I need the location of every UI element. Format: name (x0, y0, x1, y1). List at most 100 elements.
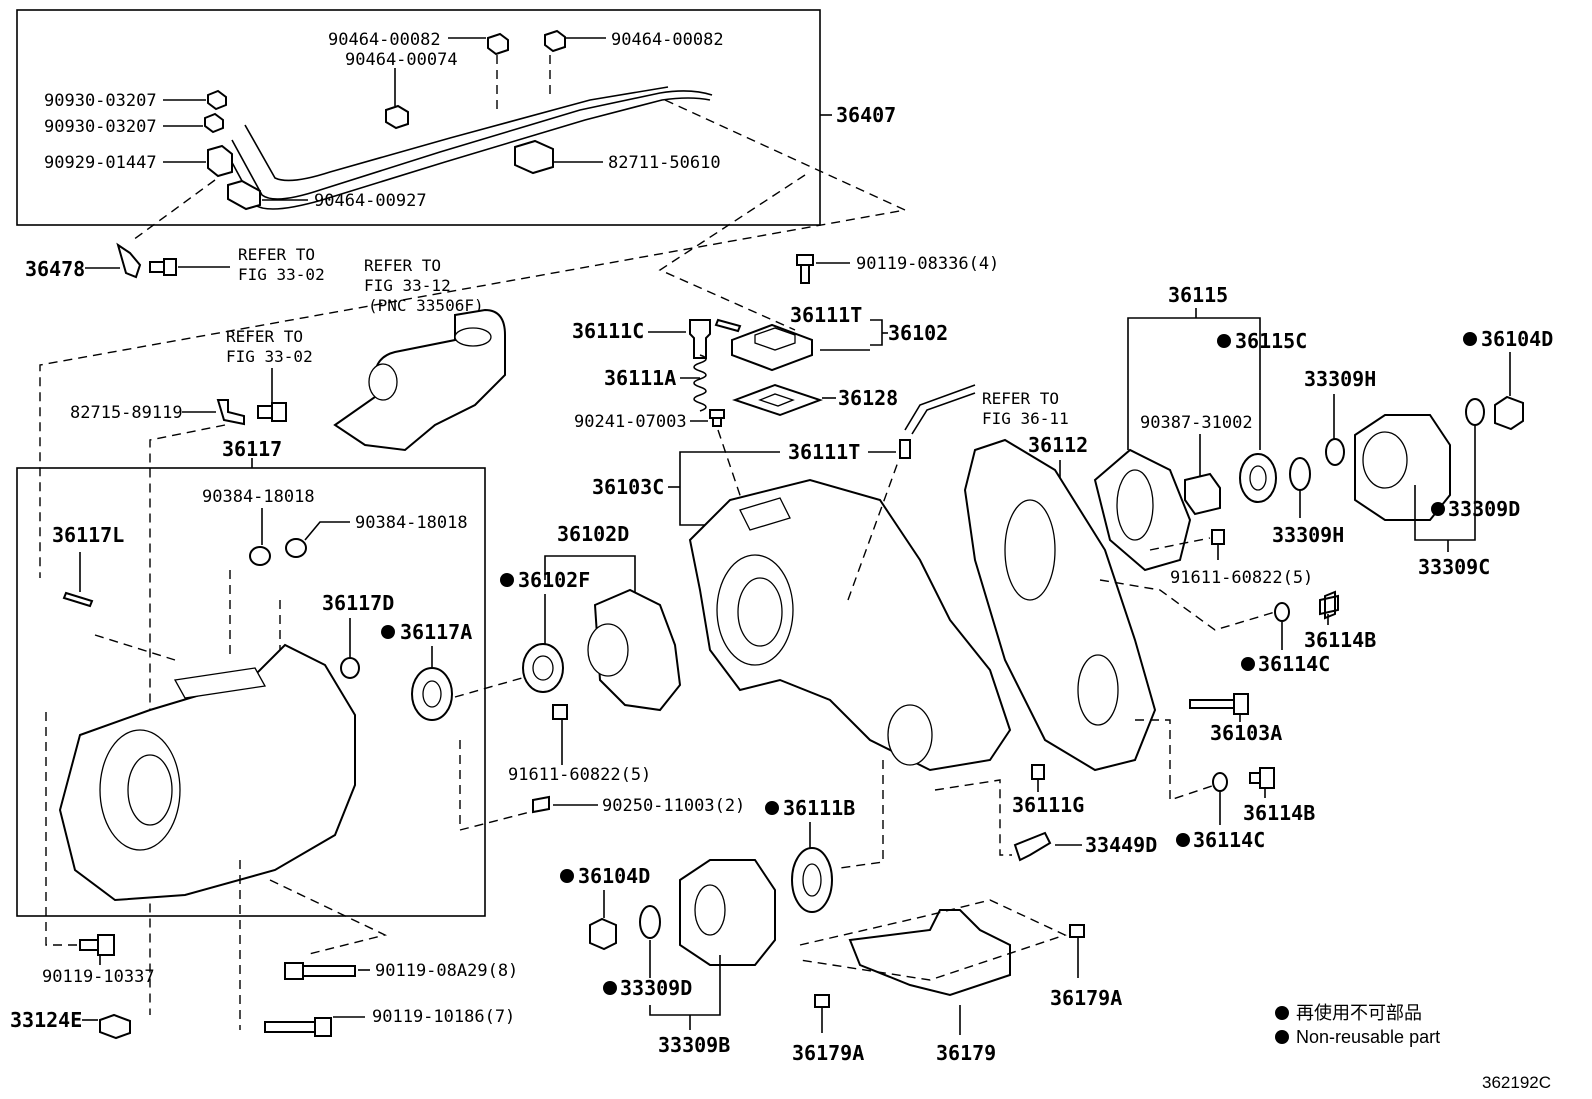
gasket-36114C-a (1274, 602, 1290, 622)
part-label-33449D[interactable]: 33449D (1085, 833, 1157, 857)
part-label-36111T-b[interactable]: 36111T (788, 440, 860, 464)
bolt-36179A-a (1069, 924, 1085, 938)
bracket-36478-group: 36478 REFER TO FIG 33-02 (25, 179, 325, 284)
part-label-36102F[interactable]: 36102F (518, 568, 590, 592)
part-label-36114C-b[interactable]: 36114C (1193, 828, 1265, 852)
part-label-36111C[interactable]: 36111C (572, 319, 644, 343)
non-reusable-mark-33309D-a (1431, 502, 1445, 516)
clip-90464-00082-left (487, 32, 509, 56)
part-label-36104D-b[interactable]: 36104D (578, 864, 650, 888)
part-label-36117A[interactable]: 36117A (400, 620, 472, 644)
part-label-90930-03207-b[interactable]: 90930-03207 (44, 117, 157, 137)
part-label-36114C-a[interactable]: 36114C (1258, 652, 1330, 676)
part-label-36111G[interactable]: 36111G (1012, 793, 1084, 817)
part-label-36111A[interactable]: 36111A (604, 366, 676, 390)
part-label-36114B-a[interactable]: 36114B (1304, 628, 1376, 652)
part-label-36115C[interactable]: 36115C (1235, 329, 1307, 353)
part-label-90119-08A29[interactable]: 90119-08A29(8) (375, 961, 518, 981)
part-label-90241-07003[interactable]: 90241-07003 (574, 412, 687, 432)
part-label-36114B-b[interactable]: 36114B (1243, 801, 1315, 825)
part-label-90387-31002[interactable]: 90387-31002 (1140, 413, 1253, 433)
pnc-33506f-text: (PNC 33506F) (368, 296, 484, 315)
refer-to-text-2: REFER TO (364, 256, 441, 275)
part-label-90384-18018-b[interactable]: 90384-18018 (355, 513, 468, 533)
part-label-36111T-a[interactable]: 36111T (790, 303, 862, 327)
dashed-82715-connector (149, 424, 226, 1015)
legend-mark-en (1275, 1030, 1289, 1044)
part-label-91611-60822-b[interactable]: 91611-60822(5) (508, 765, 651, 785)
part-label-36478[interactable]: 36478 (25, 257, 85, 281)
bolt-36478 (149, 258, 177, 276)
non-reusable-mark-36104D-b (560, 869, 574, 883)
part-label-36117D[interactable]: 36117D (322, 591, 394, 615)
fig-33-12-text[interactable]: FIG 33-12 (364, 276, 451, 295)
dashed-housing-bolt (45, 712, 80, 946)
part-label-90119-10337[interactable]: 90119-10337 (42, 967, 155, 987)
bolt-91611-60822-b (552, 704, 568, 720)
part-label-36179[interactable]: 36179 (936, 1041, 996, 1065)
fig-33-02-text-2[interactable]: FIG 33-02 (226, 347, 313, 366)
bracket-82715-group: REFER TO FIG 33-02 82715-89119 (70, 327, 313, 1015)
part-label-33309D-b[interactable]: 33309D (620, 976, 692, 1000)
part-label-82715-89119[interactable]: 82715-89119 (70, 403, 183, 423)
part-label-90464-00927[interactable]: 90464-00927 (314, 191, 427, 211)
bolt-90119-10337 (79, 934, 115, 956)
part-label-36179A-a[interactable]: 36179A (1050, 986, 1122, 1010)
part-label-82711-50610[interactable]: 82711-50610 (608, 153, 721, 173)
sensor-33124E (99, 1013, 131, 1040)
part-label-90250-11003[interactable]: 90250-11003(2) (602, 796, 745, 816)
part-label-36117L[interactable]: 36117L (52, 523, 124, 547)
bolt-36103A (1189, 693, 1249, 715)
part-label-36103A[interactable]: 36103A (1210, 721, 1282, 745)
part-label-36407[interactable]: 36407 (836, 103, 896, 127)
part-label-36102D[interactable]: 36102D (557, 522, 629, 546)
fig-33-02-text-1[interactable]: FIG 33-02 (238, 265, 325, 284)
bolt-90119-08A29 (284, 962, 356, 980)
part-label-90464-00082-a[interactable]: 90464-00082 (328, 30, 441, 50)
right-bolts-group: 36114B 36114C 36103A 36114B 36114C (1176, 590, 1376, 852)
part-label-90464-00074[interactable]: 90464-00074 (345, 50, 458, 70)
fig-36-11-text[interactable]: FIG 36-11 (982, 409, 1069, 428)
part-label-90464-00082-b[interactable]: 90464-00082 (611, 30, 724, 50)
part-label-36103C[interactable]: 36103C (592, 475, 664, 499)
part-label-33309H-a[interactable]: 33309H (1304, 367, 1376, 391)
clip-90464-00927 (227, 179, 261, 211)
rear-cover-group: 36112 36111G 33449D (934, 433, 1276, 862)
part-label-36102[interactable]: 36102 (888, 321, 948, 345)
part-label-90930-03207-a[interactable]: 90930-03207 (44, 91, 157, 111)
dowel-90250-11003 (532, 795, 550, 814)
nut-36104D-b (589, 917, 617, 951)
part-label-90929-01447[interactable]: 90929-01447 (44, 153, 157, 173)
part-label-36112[interactable]: 36112 (1028, 433, 1088, 457)
part-label-36111B[interactable]: 36111B (783, 796, 855, 820)
transfer-case-36103C (688, 478, 1012, 772)
part-label-91611-60822-a[interactable]: 91611-60822(5) (1170, 568, 1313, 588)
bolt-90119-10186 (264, 1017, 332, 1037)
bolt-36114B-a (1319, 590, 1339, 620)
refer-to-text-1: REFER TO (238, 245, 315, 264)
bracket-36179 (848, 909, 1011, 997)
legend-text-en: Non-reusable part (1296, 1027, 1440, 1047)
pin-36117L (62, 591, 94, 608)
part-label-90384-18018-a[interactable]: 90384-18018 (202, 487, 315, 507)
part-label-36104D-a[interactable]: 36104D (1481, 327, 1553, 351)
tube-assembly-group: 36407 90464-00082 90464-00082 90464-0007… (16, 9, 908, 578)
shift-actuator-group: REFER TO FIG 33-12 (PNC 33506F) (333, 256, 506, 452)
part-label-90119-08336[interactable]: 90119-08336(4) (856, 254, 999, 274)
bushing-90387-31002 (1184, 472, 1221, 516)
part-label-33309C[interactable]: 33309C (1418, 555, 1490, 579)
part-label-33309D-a[interactable]: 33309D (1448, 497, 1520, 521)
part-label-33309H-b[interactable]: 33309H (1272, 523, 1344, 547)
bracket-36478 (116, 242, 142, 279)
non-reusable-mark-36111B (765, 801, 779, 815)
part-label-33124E[interactable]: 33124E (10, 1008, 82, 1032)
part-label-90119-10186[interactable]: 90119-10186(7) (372, 1007, 515, 1027)
part-label-36115[interactable]: 36115 (1168, 283, 1228, 307)
part-label-36117[interactable]: 36117 (222, 437, 282, 461)
part-label-36179A-b[interactable]: 36179A (792, 1041, 864, 1065)
part-label-33309B[interactable]: 33309B (658, 1033, 730, 1057)
non-reusable-mark-36104D-a (1463, 332, 1477, 346)
tube-line-1 (231, 90, 713, 200)
part-label-36128[interactable]: 36128 (838, 386, 898, 410)
breather-36111T (714, 318, 742, 333)
